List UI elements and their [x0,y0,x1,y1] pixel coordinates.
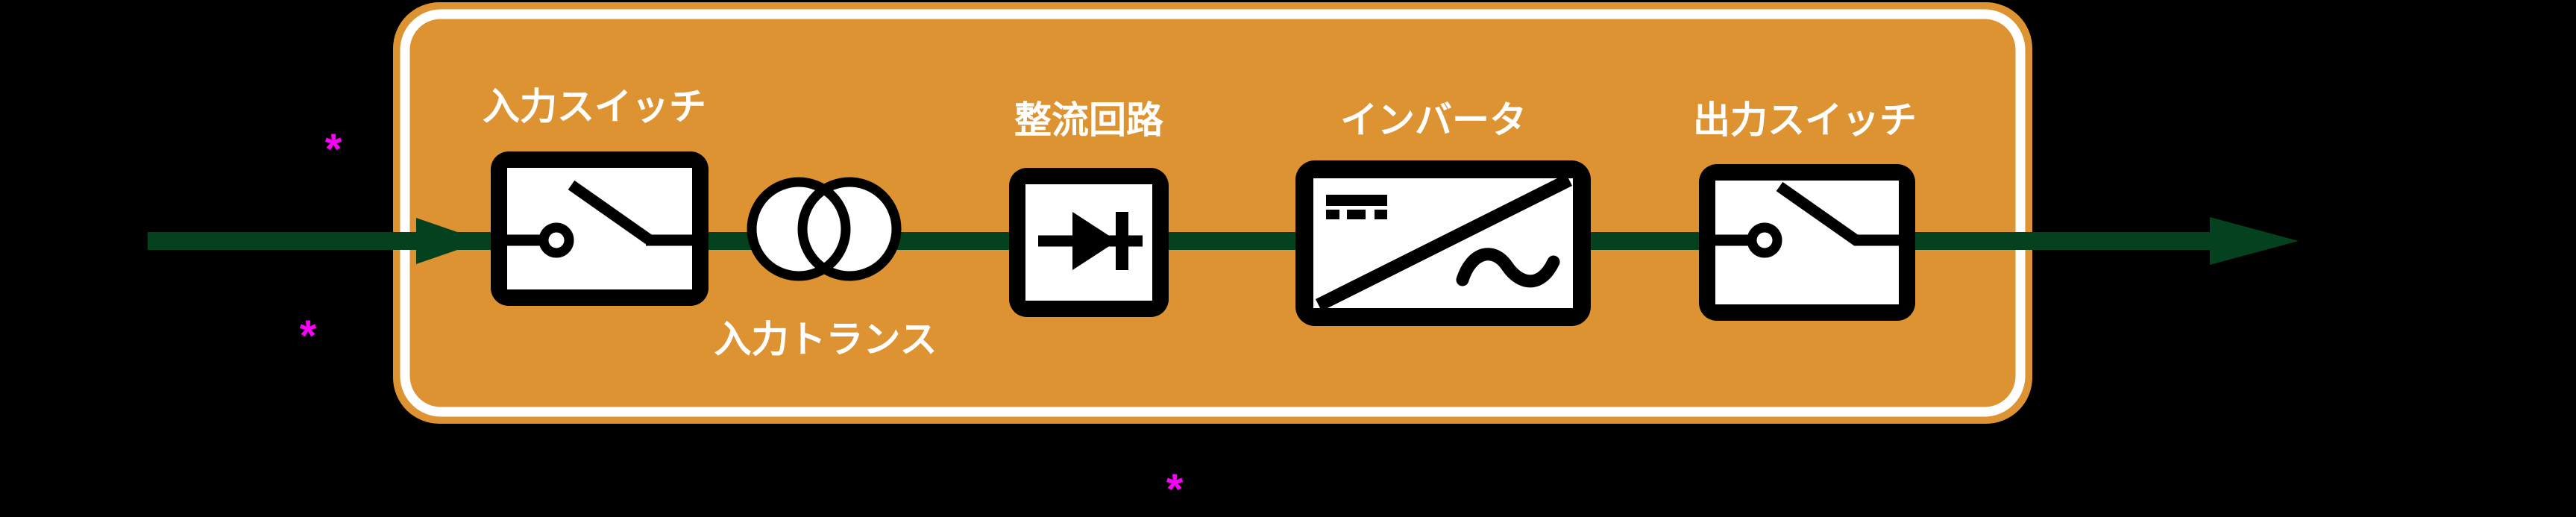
switch-blade [568,180,653,245]
ac-sine-symbol [1456,248,1560,288]
output-switch-icon [1699,164,1915,321]
inverter-icon [1295,160,1591,326]
footnote-marker-2: * [299,312,317,360]
input-switch-icon [491,151,709,306]
ups-panel [393,2,2032,424]
diode-cathode-bar [1116,212,1128,270]
input-switch-label: 入力スイッチ [483,86,706,128]
diode-triangle [1072,212,1117,270]
transformer-icon [747,177,902,281]
footnote-marker-1: * [324,125,342,174]
dc-symbol [1326,195,1387,219]
switch-blade [1776,181,1861,246]
ups-panel-body [393,2,2032,424]
footnote-marker-3: * [1166,466,1184,514]
switch-contact-circle [538,222,574,258]
flow-arrowhead-in [416,218,483,264]
flow-arrowhead-out [2210,217,2299,265]
switch-contact-circle [1747,222,1782,258]
rectifier-diode-icon [1009,168,1169,317]
inverter-diagonal [1315,173,1573,312]
inverter-label: インバータ [1340,99,1527,141]
ups-panel-inner-border [400,9,2026,417]
input-transformer-label: 入力トランス [714,319,937,360]
output-switch-label: 出力スイッチ [1693,99,1917,141]
rectifier-label: 整流回路 [1014,99,1163,141]
